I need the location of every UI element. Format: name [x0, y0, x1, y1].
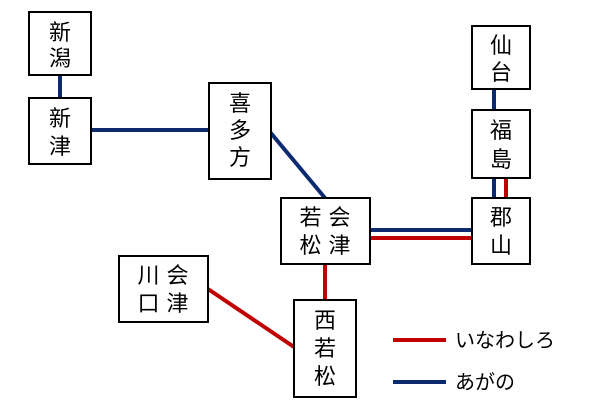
- station-fukushima: 福 島: [471, 109, 531, 179]
- station-aizuwakamatsu-row-1: 若 会: [300, 206, 351, 231]
- station-kitakata: 喜 多 方: [208, 82, 272, 180]
- station-niitsu-char-2: 津: [49, 135, 71, 160]
- station-sendai: 仙 台: [471, 25, 531, 90]
- station-aizukawaguchi-row-1: 川 会: [138, 264, 189, 289]
- station-niitsu: 新 津: [28, 97, 92, 165]
- station-niigata: 新 潟: [28, 11, 92, 76]
- legend-inawashiro-label: いなわしろ: [455, 328, 555, 352]
- legend-aga-label: あがの: [455, 370, 515, 394]
- legend: いなわしろ あがの: [393, 328, 555, 394]
- station-nishiwakamatsu-char-3: 松: [314, 365, 336, 390]
- aga-line-kitakata-aizuwakamatsu: [268, 130, 327, 200]
- station-niigata-char-2: 潟: [49, 47, 71, 72]
- station-sendai-char-1: 仙: [490, 34, 512, 59]
- station-kitakata-char-2: 多: [229, 119, 251, 144]
- station-aizukawaguchi-row-2: 口 津: [138, 292, 189, 317]
- station-kitakata-char-3: 方: [229, 146, 251, 171]
- station-niigata-char-1: 新: [49, 21, 71, 46]
- stations: 新 潟 新 津 喜 多 方 若 会 松 津: [28, 11, 531, 398]
- station-koriyama: 郡 山: [471, 197, 531, 265]
- station-sendai-char-2: 台: [490, 61, 512, 86]
- station-koriyama-char-1: 郡: [490, 206, 512, 231]
- route-lines: [58, 75, 508, 349]
- station-fukushima-char-2: 島: [490, 148, 512, 173]
- station-niitsu-char-1: 新: [49, 107, 71, 132]
- inawashiro-line-aizukawaguchi-nishiwakamatsu: [206, 287, 296, 349]
- station-nishiwakamatsu-char-1: 西: [314, 309, 336, 334]
- station-kitakata-char-1: 喜: [229, 92, 251, 117]
- station-aizuwakamatsu-row-2: 松 津: [300, 234, 351, 259]
- station-koriyama-char-2: 山: [490, 234, 512, 259]
- station-fukushima-char-1: 福: [490, 119, 512, 144]
- station-nishiwakamatsu-char-2: 若: [314, 337, 336, 362]
- station-nishiwakamatsu: 西 若 松: [293, 299, 357, 398]
- station-aizuwakamatsu: 若 会 松 津: [280, 197, 371, 265]
- station-aizukawaguchi: 川 会 口 津: [118, 255, 209, 323]
